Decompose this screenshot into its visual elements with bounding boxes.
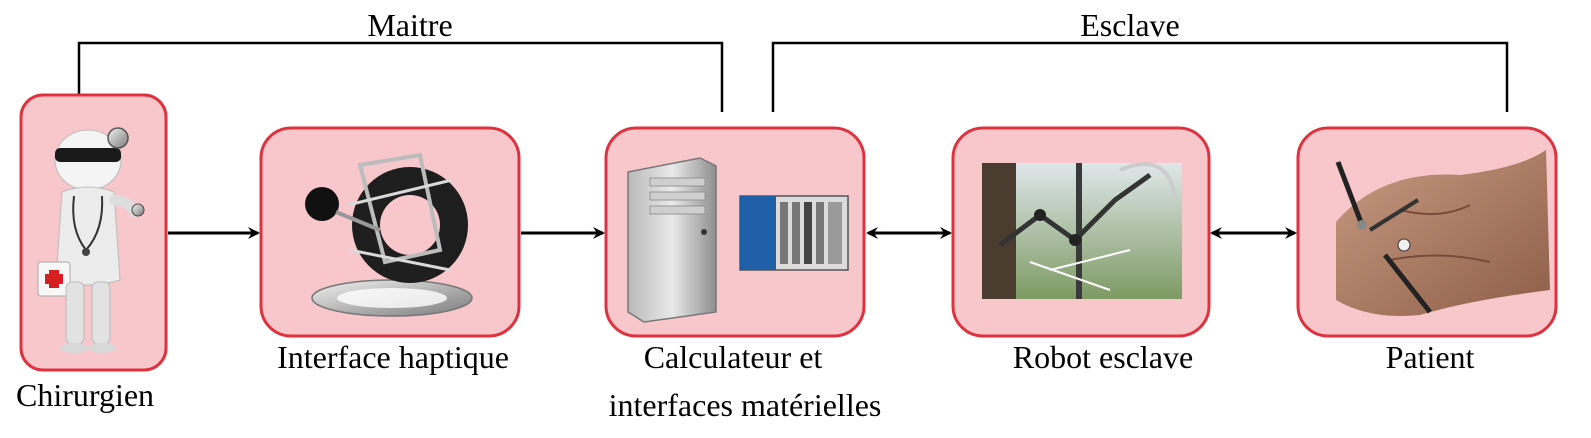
haptic-device-icon: [305, 152, 473, 317]
slave-robot-icon: [982, 162, 1182, 299]
surgeon-icon: [37, 127, 145, 353]
computer-label-line2: interfaces matérielles: [609, 387, 882, 423]
patient-label: Patient: [1386, 339, 1475, 375]
surgeon-label: Chirurgien: [16, 377, 154, 413]
master-bracket-line: [77, 41, 724, 112]
slave-bracket-line: [771, 41, 1509, 112]
slave-group-label: Esclave: [1080, 7, 1180, 43]
computer-hardware-icon: [627, 157, 849, 323]
computer-label-line1: Calculateur et: [644, 339, 823, 375]
haptic-interface-label: Interface haptique: [277, 339, 509, 375]
patient-icon: [1335, 150, 1550, 316]
robot-label: Robot esclave: [1013, 339, 1193, 375]
master-group-label: Maitre: [367, 7, 452, 43]
